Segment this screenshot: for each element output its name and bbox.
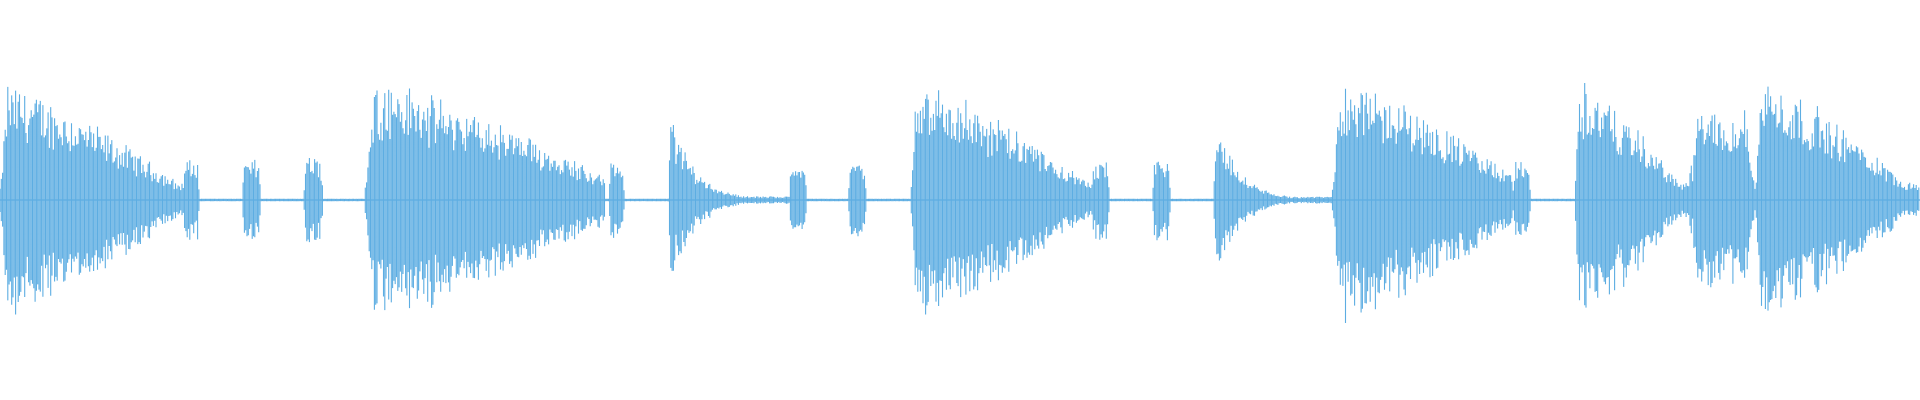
waveform-samples (0, 83, 1920, 323)
waveform-bars (0, 83, 1920, 323)
